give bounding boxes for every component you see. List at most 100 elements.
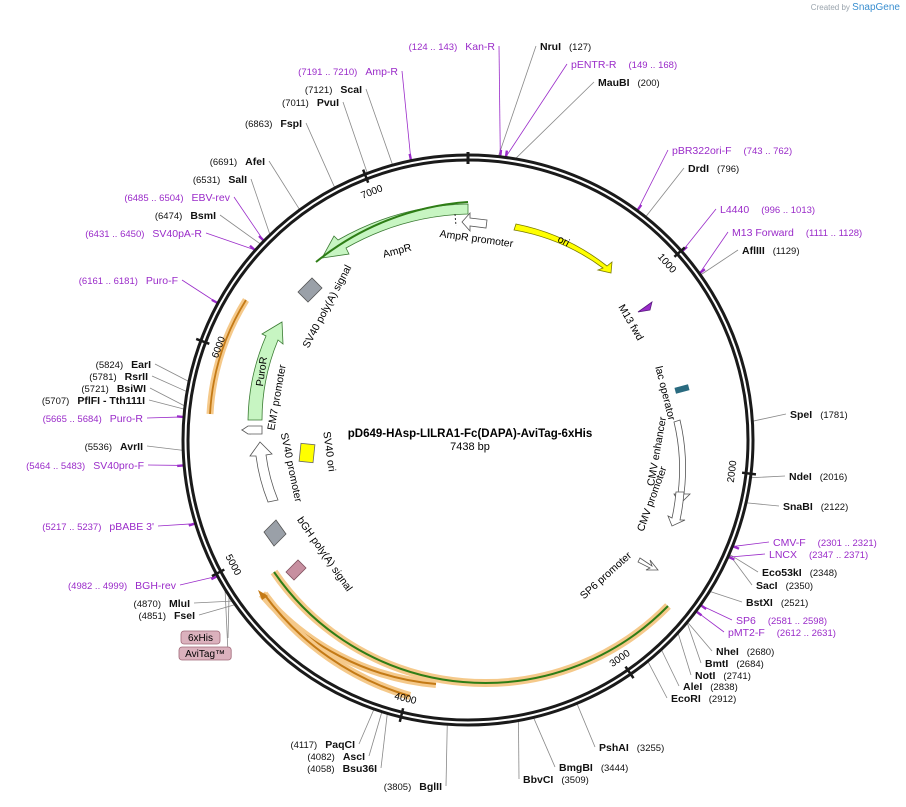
feature-label[interactable]: AmpR promoter xyxy=(439,228,515,250)
enzyme-label[interactable]: BbvCI(3509) xyxy=(523,774,589,786)
enzyme-label[interactable]: PshAI(3255) xyxy=(599,742,664,754)
site-leader xyxy=(157,523,195,527)
tick-mark xyxy=(361,169,370,184)
enzyme-label[interactable]: SacI(2350) xyxy=(756,580,813,592)
tag-chip[interactable] xyxy=(180,630,221,645)
site-leader xyxy=(268,160,300,210)
enzyme-label[interactable]: (7011)PvuI xyxy=(282,97,339,109)
enzyme-label[interactable]: (4117)PaqCI xyxy=(290,739,355,751)
enzyme-label[interactable]: BstXI(2521) xyxy=(746,597,808,609)
primer-label[interactable]: LNCX(2347 .. 2371) xyxy=(769,549,868,561)
feature-label[interactable]: EM7 promoter xyxy=(265,363,288,431)
sp6-promoter-arrow[interactable] xyxy=(637,557,659,571)
enzyme-label[interactable]: (4870)MluI xyxy=(134,598,191,610)
enzyme-label[interactable]: (5721)BsiWI xyxy=(81,383,146,395)
tick-mark xyxy=(673,246,686,258)
sv40-promoter-arrow[interactable] xyxy=(249,441,279,503)
em7-promoter-arrow[interactable] xyxy=(241,425,263,435)
site-leader xyxy=(647,661,668,699)
tick-mark xyxy=(741,471,757,476)
primer-label[interactable]: (5665 .. 5684)Puro-R xyxy=(43,413,144,425)
site-leader xyxy=(498,45,537,156)
m13-fwd-arrow[interactable] xyxy=(637,301,653,313)
site-leader xyxy=(342,101,368,173)
feature-label[interactable]: SP6 promoter xyxy=(578,549,635,602)
primer-mark xyxy=(695,610,703,617)
feature-label[interactable]: AmpR xyxy=(382,241,414,260)
enzyme-label[interactable]: NotI(2741) xyxy=(695,670,751,682)
enzyme-label[interactable]: (4851)FseI xyxy=(139,610,196,622)
enzyme-label[interactable]: NdeI(2016) xyxy=(789,471,847,483)
puror-arc[interactable] xyxy=(247,321,284,421)
feature-label[interactable]: M13 fwd xyxy=(615,302,645,343)
enzyme-label[interactable]: (5536)AvrII xyxy=(85,441,144,453)
site-leader xyxy=(365,88,393,165)
plasmid-name: pD649-HAsp-LILRA1-Fc(DAPA)-AviTag-6xHis xyxy=(348,428,593,440)
primer-label[interactable]: (6485 .. 6504)EBV-rev xyxy=(124,192,230,204)
primer-label[interactable]: (7191 .. 7210)Amp-R xyxy=(298,66,398,78)
primer-label[interactable]: L4440(996 .. 1013) xyxy=(720,204,815,216)
primer-label[interactable]: pENTR-R(149 .. 168) xyxy=(571,59,677,71)
enzyme-label[interactable]: EcoRI(2912) xyxy=(671,693,736,705)
ampr-promoter-arrow[interactable] xyxy=(461,211,488,233)
tag-chip[interactable] xyxy=(178,646,232,661)
enzyme-label[interactable]: SnaBI(2122) xyxy=(783,501,848,513)
cmv-promoter-arrow[interactable] xyxy=(667,491,686,527)
bgh-box[interactable] xyxy=(263,519,287,547)
enzyme-label[interactable]: NruI(127) xyxy=(540,41,591,53)
feature-label[interactable]: SV40 ori xyxy=(320,431,337,473)
enzyme-label[interactable]: (4058)Bsu36I xyxy=(307,763,377,775)
primer-label[interactable]: (6431 .. 6450)SV40pA-R xyxy=(85,228,202,240)
tag-leader xyxy=(227,597,230,639)
primer-label[interactable]: (4982 .. 4999)BGH-rev xyxy=(68,580,177,592)
site-leader xyxy=(368,712,383,757)
feature-label[interactable]: SV40 promoter xyxy=(278,432,305,504)
enzyme-label[interactable]: BmgBI(3444) xyxy=(559,762,628,774)
feature-label[interactable]: SV40 poly(A) signal xyxy=(300,263,354,350)
cmv-enhancer-arrow[interactable] xyxy=(673,419,691,505)
feature-label[interactable]: lac operator xyxy=(652,365,677,422)
site-leader xyxy=(518,721,520,780)
primer-label[interactable]: (5217 .. 5237)pBABE 3' xyxy=(42,521,154,533)
sv40-polya-box[interactable] xyxy=(297,277,323,303)
enzyme-label[interactable]: (5781)RsrII xyxy=(89,371,148,383)
enzyme-label[interactable]: (6691)AfeI xyxy=(210,156,265,168)
primer-label[interactable]: CMV-F(2301 .. 2321) xyxy=(773,537,877,549)
feature-label[interactable]: bGH poly(A) signal xyxy=(294,515,354,594)
primer-label[interactable]: M13 Forward(1111 .. 1128) xyxy=(732,227,862,239)
sv40-ori-box[interactable] xyxy=(298,442,316,464)
enzyme-label[interactable]: (3805)BglII xyxy=(384,781,442,793)
enzyme-label[interactable]: NheI(2680) xyxy=(716,646,774,658)
enzyme-label[interactable]: (6474)BsmI xyxy=(155,210,216,222)
bgh-polya-signal[interactable] xyxy=(285,559,307,581)
primer-label[interactable]: pBR322ori-F(743 .. 762) xyxy=(672,145,792,157)
site-leader xyxy=(533,718,556,768)
enzyme-label[interactable]: (7121)ScaI xyxy=(305,84,362,96)
enzyme-label[interactable]: (5824)EarI xyxy=(96,359,151,371)
feature-label[interactable]: ori xyxy=(555,233,571,249)
enzyme-label[interactable]: Eco53kI(2348) xyxy=(762,567,837,579)
enzyme-label[interactable]: (5707)PflFI - Tth111I xyxy=(42,395,145,407)
primer-label[interactable]: (6161 .. 6181)Puro-F xyxy=(79,275,178,287)
primer-label[interactable]: SP6(2581 .. 2598) xyxy=(736,615,827,627)
enzyme-label[interactable]: MauBI(200) xyxy=(598,77,660,89)
enzyme-label[interactable]: AleI(2838) xyxy=(683,681,738,693)
fc-orange-arc-outer[interactable] xyxy=(270,569,671,687)
feature-label[interactable]: PuroR xyxy=(254,356,270,388)
enzyme-label[interactable]: (4082)AscI xyxy=(307,751,365,763)
lac-operator-box[interactable] xyxy=(674,384,690,394)
enzyme-label[interactable]: BmtI(2684) xyxy=(705,658,764,670)
site-leader xyxy=(148,399,184,410)
enzyme-label[interactable]: (6531)SalI xyxy=(193,174,247,186)
enzyme-label[interactable]: (6863)FspI xyxy=(245,118,302,130)
primer-label[interactable]: (124 .. 143)Kan-R xyxy=(409,41,496,53)
primer-mark xyxy=(258,235,265,242)
enzyme-label[interactable]: DrdI(796) xyxy=(688,163,739,175)
ori-arc[interactable] xyxy=(513,223,613,274)
created-by-credit: Created by SnapGene xyxy=(810,2,900,13)
enzyme-label[interactable]: SpeI(1781) xyxy=(790,409,848,421)
primer-label[interactable]: pMT2-F(2612 .. 2631) xyxy=(728,627,836,639)
primer-label[interactable]: (5464 .. 5483)SV40pro-F xyxy=(26,460,144,472)
enzyme-label[interactable]: AflIII(1129) xyxy=(742,245,800,257)
